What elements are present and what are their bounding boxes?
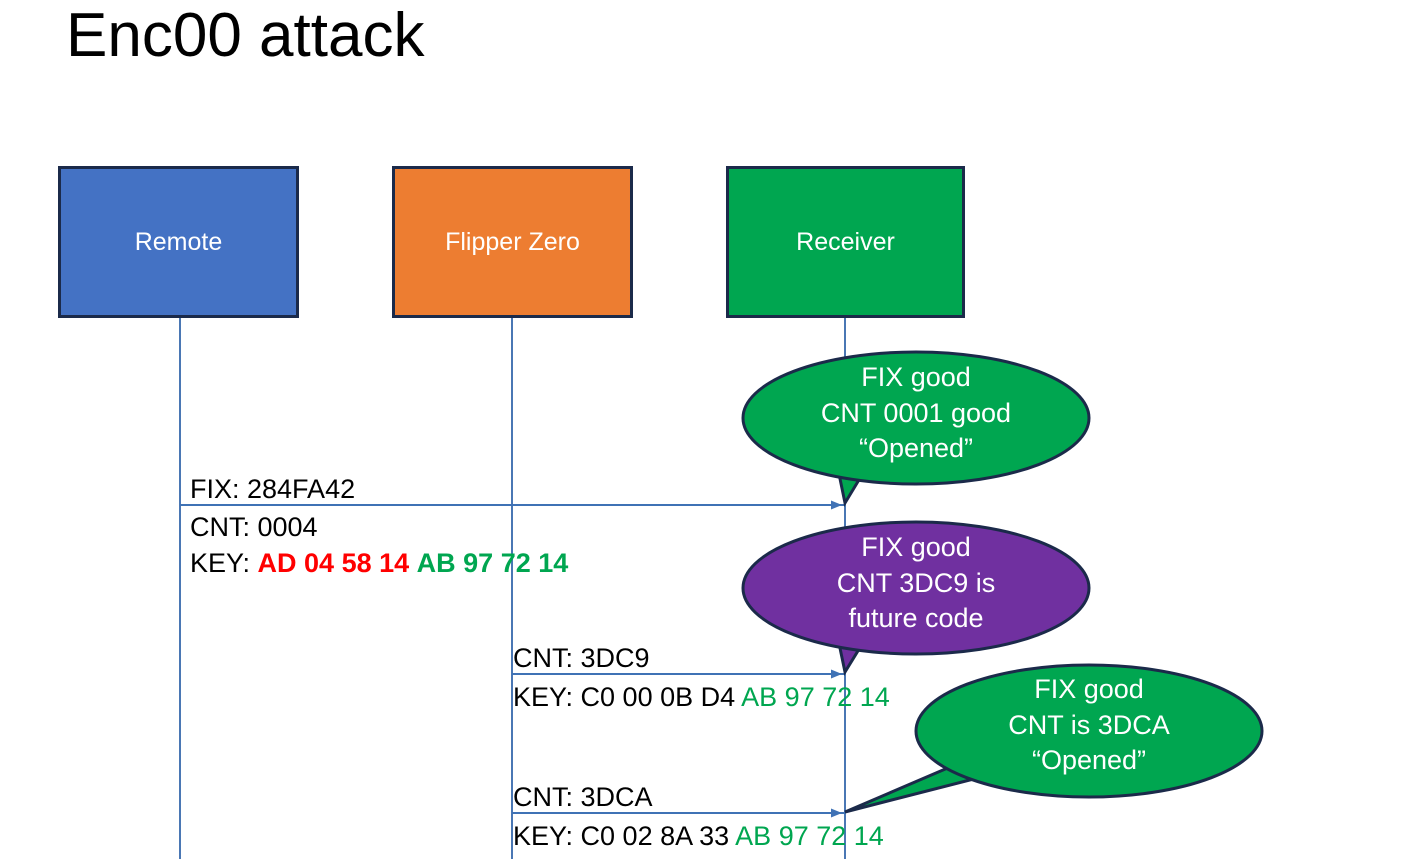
message-2-key: KEY: C0 00 0B D4 AB 97 72 14 — [513, 682, 890, 714]
lane-label-receiver: Receiver — [796, 227, 895, 256]
lane-label-flipper: Flipper Zero — [445, 227, 580, 256]
callout-3-line-2: CNT is 3DCA — [1008, 709, 1170, 740]
lifeline-flipper — [511, 318, 513, 859]
callout-2-text: FIX good CNT 3DC9 is future code — [746, 530, 1086, 637]
callout-2-line-1: FIX good — [861, 532, 971, 562]
message-1-key-gap — [409, 548, 417, 578]
message-3-key-shared: AB 97 72 14 — [735, 821, 884, 851]
callout-1-line-3: “Opened” — [858, 433, 974, 464]
message-1-key-shared: AB 97 72 14 — [416, 548, 569, 578]
callout-2-line-2: CNT 3DC9 is — [836, 567, 996, 598]
message-2-key-prefix: KEY: C0 00 0B D4 — [513, 682, 742, 712]
callout-3-line-3: “Opened” — [1031, 745, 1147, 776]
callout-3-line-1: FIX good — [1034, 674, 1144, 704]
message-1-cnt: CNT: 0004 — [190, 512, 318, 542]
message-3-key-prefix: KEY: C0 02 8A 33 — [513, 821, 736, 851]
lane-box-flipper[interactable]: Flipper Zero — [392, 166, 633, 318]
lifeline-remote — [179, 318, 181, 859]
message-1-above-label: FIX: 284FA42 — [190, 474, 356, 504]
page-title: Enc00 attack — [66, 1, 425, 70]
callout-1-line-1: FIX good — [861, 362, 971, 392]
message-1-key: KEY: AD 04 58 14 AB 97 72 14 — [190, 548, 568, 580]
message-3-above-label: CNT: 3DCA — [513, 782, 653, 812]
lane-label-remote: Remote — [134, 227, 223, 256]
message-3-key: KEY: C0 02 8A 33 AB 97 72 14 — [513, 821, 884, 853]
message-1-key-prefix: KEY: — [190, 548, 258, 578]
callout-2-line-3: future code — [848, 603, 984, 634]
callout-1-line-2: CNT 0001 good — [820, 397, 1012, 428]
message-2-key-shared: AB 97 72 14 — [741, 682, 890, 712]
lane-box-receiver[interactable]: Receiver — [726, 166, 965, 318]
callout-1-text: FIX good CNT 0001 good “Opened” — [746, 360, 1086, 467]
lane-box-remote[interactable]: Remote — [58, 166, 299, 318]
message-1-key-old: AD 04 58 14 — [257, 548, 410, 578]
message-2-above-label: CNT: 3DC9 — [513, 643, 650, 673]
callout-3-text: FIX good CNT is 3DCA “Opened” — [919, 672, 1259, 779]
